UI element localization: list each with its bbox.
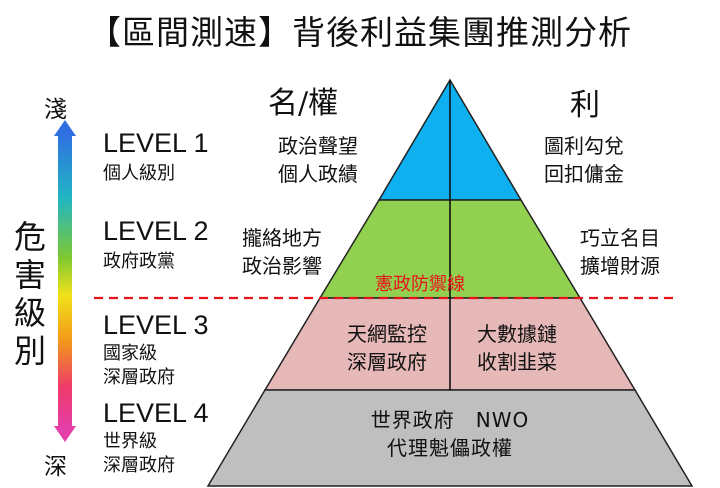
severity-arrow-down-head <box>54 426 76 442</box>
level-3-fame-text: 天網監控 深層政府 <box>347 322 427 374</box>
page-title: 【區間測速】背後利益集團推測分析 <box>88 13 632 52</box>
level-3-desc: 國家級 深層政府 <box>103 343 175 388</box>
severity-arrow-shaft <box>58 133 72 429</box>
level-2-desc: 政府政黨 <box>103 251 175 272</box>
level-2-label: LEVEL 2 <box>103 216 209 246</box>
defense-line-label: 憲政防禦線 <box>375 274 465 295</box>
column-head-fame-power: 名/權 <box>268 86 339 121</box>
level-4-label: LEVEL 4 <box>103 398 209 428</box>
column-head-profit: 利 <box>570 88 600 123</box>
scale-deep-label: 深 <box>44 454 67 480</box>
danger-level-axis-label: 危害級別 <box>13 218 46 370</box>
level-1-fame-text: 政治聲望 個人政績 <box>278 134 358 186</box>
level-1-profit-text: 圖利勾兌 回扣傭金 <box>544 134 624 186</box>
level-1-desc: 個人級別 <box>103 163 175 184</box>
level-2-profit-text: 巧立名目 擴增財源 <box>580 226 660 278</box>
level-3-label: LEVEL 3 <box>103 310 209 340</box>
level-3-profit-text: 大數據鏈 收割韭菜 <box>477 322 557 374</box>
scale-shallow-label: 淺 <box>44 97 67 123</box>
level-4-center-text: 世界政府 NWO 代理魁儡政權 <box>370 408 530 460</box>
level-4-desc: 世界級 深層政府 <box>103 431 175 476</box>
level-1-label: LEVEL 1 <box>103 128 209 158</box>
level-2-fame-text: 攏絡地方 政治影響 <box>242 226 322 278</box>
severity-arrow-up-head <box>54 120 76 136</box>
tier-level-4 <box>206 389 694 487</box>
